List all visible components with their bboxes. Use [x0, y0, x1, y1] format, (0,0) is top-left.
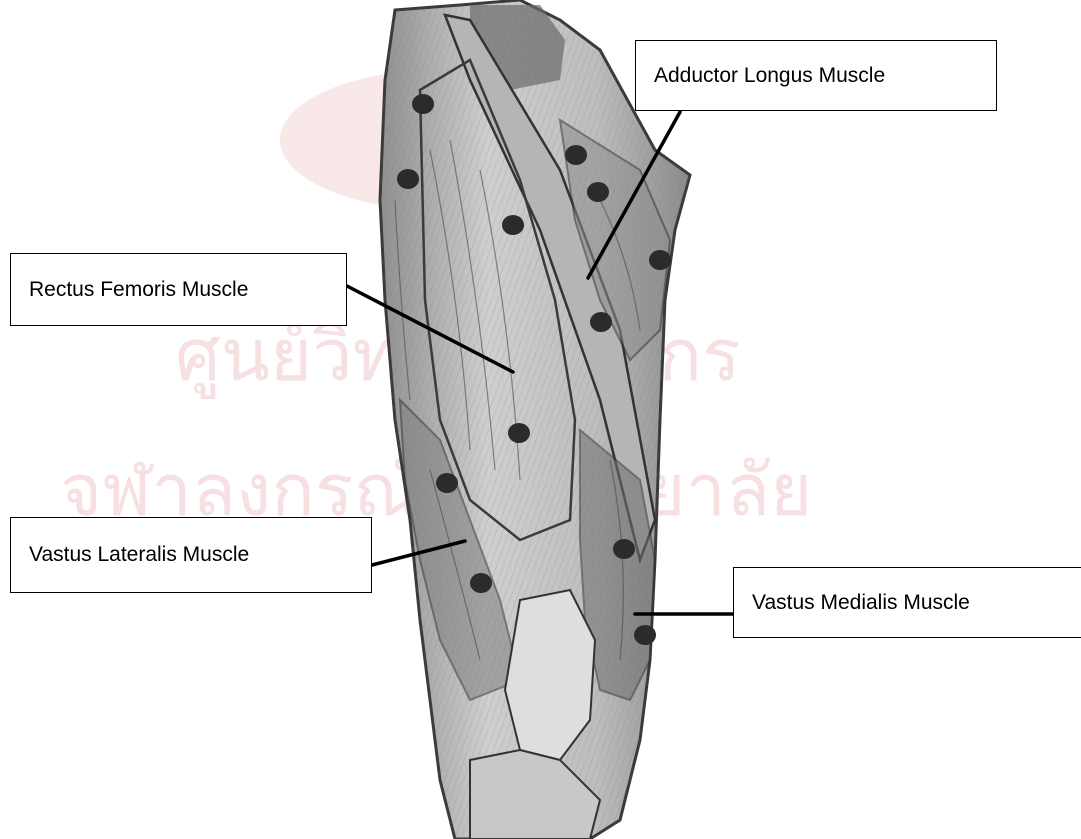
motor-point	[470, 573, 492, 593]
motor-point	[634, 625, 656, 645]
motor-point	[565, 145, 587, 165]
label-rectus-femoris: Rectus Femoris Muscle	[10, 253, 347, 326]
motor-point	[397, 169, 419, 189]
motor-point	[436, 473, 458, 493]
label-vastus-lateralis: Vastus Lateralis Muscle	[10, 517, 372, 593]
motor-point	[587, 182, 609, 202]
label-vastus-medialis: Vastus Medialis Muscle	[733, 567, 1081, 638]
motor-point	[590, 312, 612, 332]
motor-point	[502, 215, 524, 235]
label-adductor-longus: Adductor Longus Muscle	[635, 40, 997, 111]
motor-point	[613, 539, 635, 559]
motor-point	[412, 94, 434, 114]
motor-point	[508, 423, 530, 443]
motor-point	[649, 250, 671, 270]
